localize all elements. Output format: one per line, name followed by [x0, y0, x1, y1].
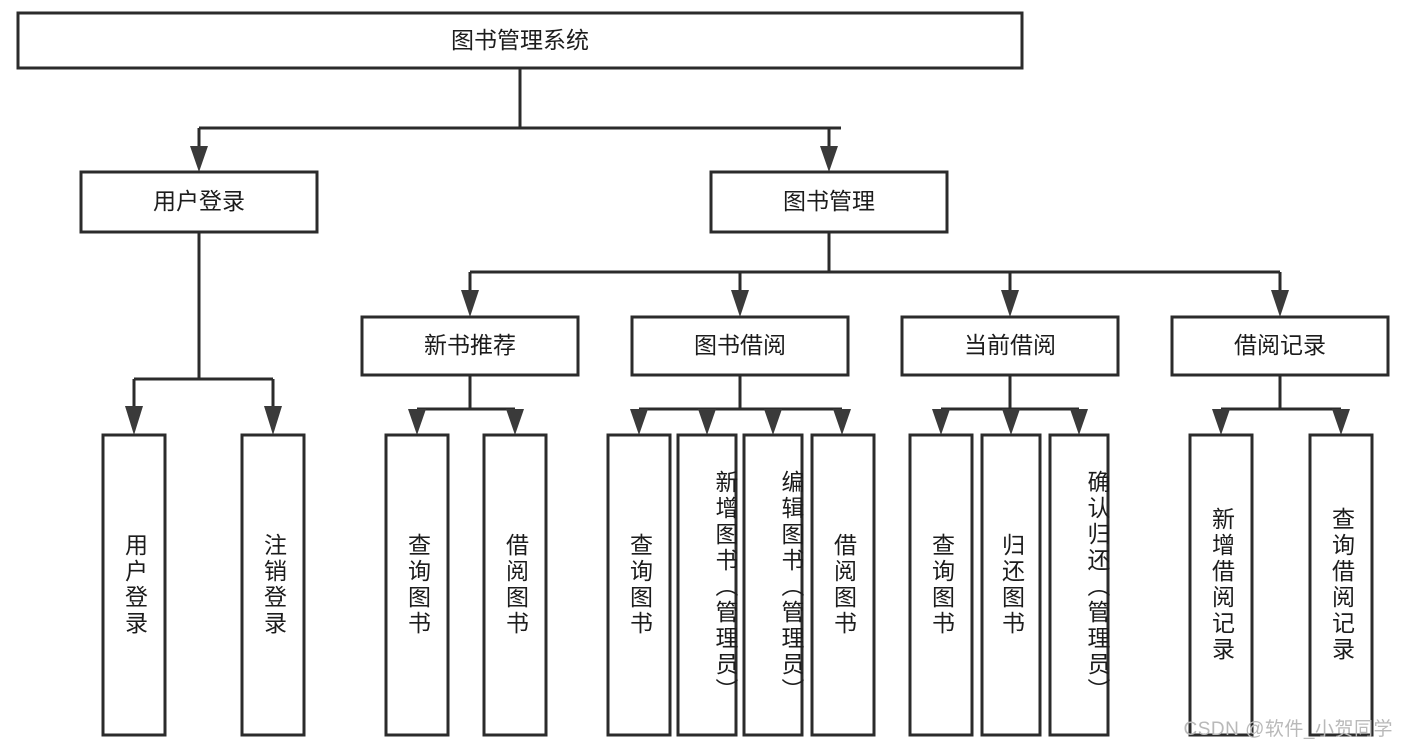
- node-borrow-record[interactable]: 借阅记录: [1170, 315, 1390, 377]
- node-book-borrow[interactable]: 图书借阅: [630, 315, 850, 377]
- leaf-boxes: [101, 433, 1374, 737]
- node-book-borrow-label: 图书借阅: [694, 332, 786, 358]
- node-root[interactable]: 图书管理系统: [16, 11, 1024, 70]
- edges-book-borrow-to-leaves: [630, 375, 851, 435]
- leaf-box-add-book-admin[interactable]: [676, 433, 738, 737]
- arrow-to-leaf-add-book-admin: [698, 409, 716, 435]
- arrow-to-leaf-logout-login: [264, 406, 282, 435]
- arrow-to-leaf-borrow-book-2: [833, 409, 851, 435]
- leaf-box-logout-login[interactable]: [240, 433, 306, 737]
- arrow-to-current-borrow: [1001, 290, 1019, 317]
- leaf-box-user-login[interactable]: [101, 433, 167, 737]
- node-current-borrow-label: 当前借阅: [964, 332, 1056, 358]
- edges-borrow-record-to-leaves: [1212, 375, 1350, 435]
- leaf-box-query-book-3[interactable]: [908, 433, 974, 737]
- edges-user-login-to-leaves: [125, 232, 282, 435]
- arrow-to-leaf-borrow-book-1: [506, 409, 524, 435]
- leaf-box-confirm-return-admin[interactable]: [1048, 433, 1110, 737]
- node-root-label: 图书管理系统: [451, 27, 589, 53]
- node-book-manage-box[interactable]: [709, 170, 949, 234]
- edges-new-book-recommend-to-leaves: [408, 375, 524, 435]
- node-user-login-label: 用户登录: [153, 188, 245, 214]
- leaf-box-return-book[interactable]: [980, 433, 1042, 737]
- arrow-to-leaf-user-login: [125, 406, 143, 435]
- arrow-to-leaf-confirm-return-admin: [1070, 409, 1088, 435]
- arrow-to-leaf-query-book-3: [932, 409, 950, 435]
- node-new-book-recommend[interactable]: 新书推荐: [360, 315, 580, 377]
- arrow-to-book-borrow: [731, 290, 749, 317]
- node-current-borrow[interactable]: 当前借阅: [900, 315, 1120, 377]
- leaf-box-query-borrow-record[interactable]: [1308, 433, 1374, 737]
- leaf-box-borrow-book-2[interactable]: [810, 433, 876, 737]
- node-new-book-recommend-label: 新书推荐: [424, 332, 516, 358]
- arrow-to-leaf-query-borrow-record: [1332, 409, 1350, 435]
- arrow-to-new-book-recommend: [461, 290, 479, 317]
- node-new-book-recommend-box[interactable]: [360, 315, 580, 377]
- leaf-box-edit-book-admin[interactable]: [742, 433, 804, 737]
- arrow-to-book-manage: [820, 146, 838, 172]
- edges-book-manage-to-level3: [461, 232, 1289, 317]
- leaf-box-query-book-1[interactable]: [384, 433, 450, 737]
- leaf-box-borrow-book-1[interactable]: [482, 433, 548, 737]
- arrow-to-leaf-add-borrow-record: [1212, 409, 1230, 435]
- node-borrow-record-box[interactable]: [1170, 315, 1390, 377]
- node-book-manage-label: 图书管理: [783, 188, 875, 214]
- node-book-manage[interactable]: 图书管理: [709, 170, 949, 234]
- arrow-to-user-login: [190, 146, 208, 172]
- node-user-login[interactable]: 用户登录: [79, 170, 319, 234]
- node-borrow-record-label: 借阅记录: [1234, 332, 1326, 358]
- node-user-login-box[interactable]: [79, 170, 319, 234]
- node-root-box[interactable]: [16, 11, 1024, 70]
- leaf-box-add-borrow-record[interactable]: [1188, 433, 1254, 737]
- arrow-to-leaf-query-book-2: [630, 409, 648, 435]
- node-book-borrow-box[interactable]: [630, 315, 850, 377]
- arrow-to-leaf-query-book-1: [408, 409, 426, 435]
- arrow-to-leaf-return-book: [1002, 409, 1020, 435]
- arrow-to-borrow-record: [1271, 290, 1289, 317]
- node-current-borrow-box[interactable]: [900, 315, 1120, 377]
- leaf-box-query-book-2[interactable]: [606, 433, 672, 737]
- arrow-to-leaf-edit-book-admin: [764, 409, 782, 435]
- edges-root-to-level2: [190, 68, 841, 172]
- edges-current-borrow-to-leaves: [932, 375, 1088, 435]
